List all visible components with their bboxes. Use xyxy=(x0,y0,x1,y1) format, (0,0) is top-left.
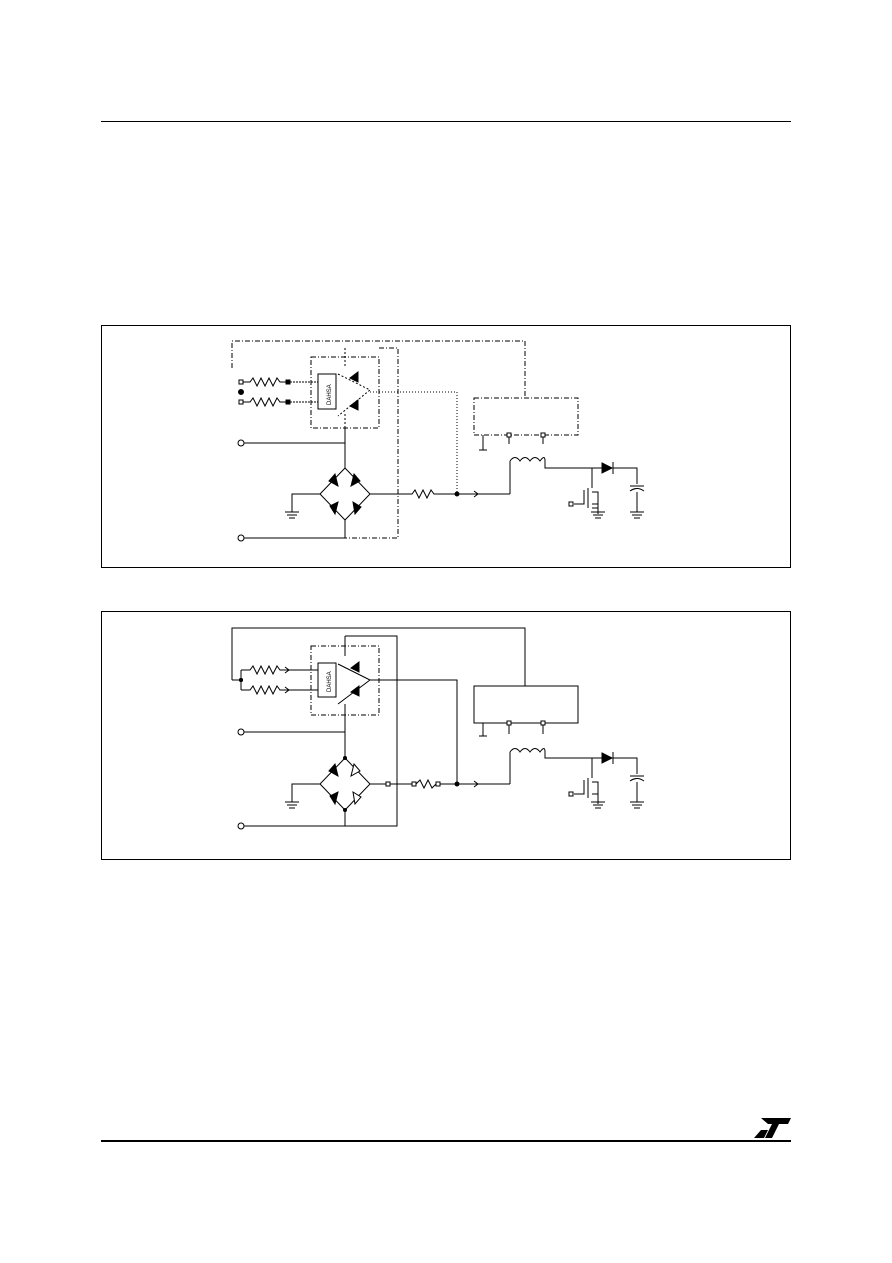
sense-line xyxy=(370,391,458,496)
diode-icon xyxy=(350,762,361,777)
controller-box xyxy=(473,685,579,724)
control-loop-line xyxy=(231,340,526,398)
inductor-coil xyxy=(509,748,602,784)
bridge-rectifier xyxy=(319,732,371,811)
diode-icon xyxy=(328,472,339,487)
terminal-pad xyxy=(385,781,391,787)
dahsa-chip-label: DAHSA xyxy=(327,384,333,405)
diode-icon xyxy=(329,501,339,516)
terminal-pad xyxy=(540,432,546,438)
terminal-pad xyxy=(506,720,512,726)
ac-terminal-1 xyxy=(237,439,245,447)
terminal-pad xyxy=(506,432,512,438)
junction-dot xyxy=(454,781,460,787)
dahsa-chip xyxy=(317,373,337,410)
diode-icon xyxy=(352,790,362,806)
terminal-pad xyxy=(285,379,291,385)
ac-terminal-2 xyxy=(237,534,245,542)
diode-icon xyxy=(349,399,359,411)
terminal-pad xyxy=(285,399,291,405)
header-rule xyxy=(101,121,791,122)
diode-icon xyxy=(350,661,360,673)
ac-terminal-2 xyxy=(237,822,245,830)
ground-icon xyxy=(630,492,644,519)
ground-lead xyxy=(291,493,320,512)
terminal-pad xyxy=(540,720,546,726)
inductor-coil xyxy=(509,457,602,494)
diode-icon xyxy=(352,500,362,516)
ground-icon xyxy=(285,801,299,809)
resistor-r3 xyxy=(415,778,437,790)
control-loop-line xyxy=(231,627,526,686)
diode-icon xyxy=(601,752,614,764)
junction-dot xyxy=(454,491,460,497)
resistor-r3 xyxy=(370,488,477,500)
circuit-figure-2: DAHSA xyxy=(101,611,791,860)
resistor-r2 xyxy=(243,396,288,408)
terminal-pad xyxy=(568,501,574,507)
resistor-r1 xyxy=(243,376,288,388)
ground-icon xyxy=(591,801,605,809)
circuit-figure-1: DAHSA xyxy=(101,325,791,568)
terminal-pad xyxy=(568,791,574,797)
capacitor-icon xyxy=(629,485,645,492)
mosfet-switch xyxy=(574,468,599,514)
diode-icon xyxy=(349,371,359,383)
terminal-pad xyxy=(238,379,244,385)
diode-icon xyxy=(601,462,614,474)
diode-icon xyxy=(329,791,339,806)
st-logo-icon xyxy=(754,1118,791,1138)
diode-icon xyxy=(350,472,361,487)
diode-icon xyxy=(328,762,339,777)
junction-dot xyxy=(238,389,244,395)
terminal-pad xyxy=(238,399,244,405)
ground-icon xyxy=(591,507,605,519)
mosfet-switch xyxy=(574,758,599,804)
terminal-pad xyxy=(411,781,417,787)
circuit-schematic-2: DAHSA xyxy=(231,627,645,830)
resistor-r2 xyxy=(241,684,318,696)
bridge-rectifier xyxy=(319,443,371,521)
dahsa-chip-label: DAHSA xyxy=(327,671,333,692)
ac-terminal-1 xyxy=(237,728,245,736)
capacitor-icon xyxy=(629,775,645,782)
footer-rule xyxy=(101,1140,791,1142)
controller-box xyxy=(473,397,579,436)
terminal-pad xyxy=(435,781,441,787)
protection-module-box xyxy=(310,356,380,429)
circuit-schematic-1: DAHSA xyxy=(231,340,645,542)
dahsa-chip xyxy=(317,662,337,698)
sense-line xyxy=(370,679,458,784)
ground-icon xyxy=(630,782,644,809)
resistor-r1 xyxy=(241,664,318,676)
ground-icon xyxy=(285,511,299,519)
